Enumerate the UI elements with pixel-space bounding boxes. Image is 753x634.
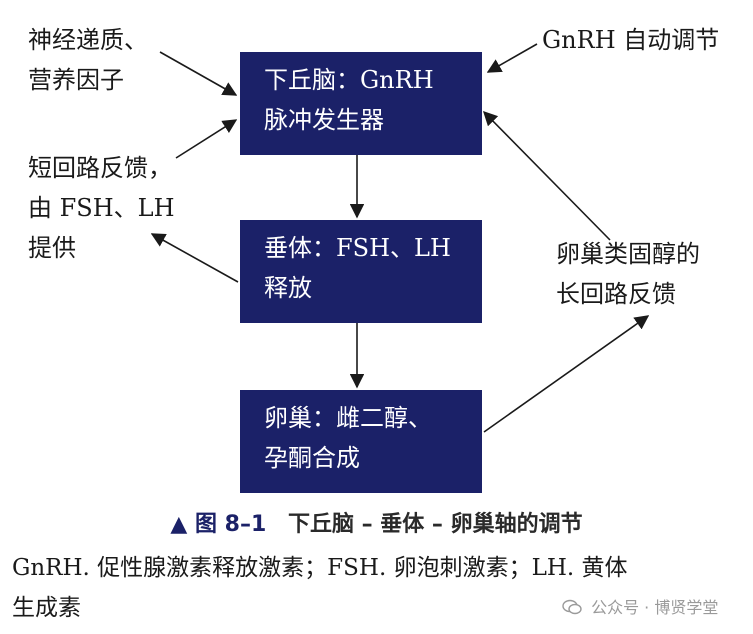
short-loop-label-line3: 提供 xyxy=(28,234,76,262)
wechat-icon xyxy=(562,599,582,615)
short-loop-label-line2: 由 FSH、LH xyxy=(28,194,175,222)
watermark-text: 公众号 · 博贤学堂 xyxy=(591,598,719,617)
watermark: 公众号 · 博贤学堂 xyxy=(562,594,718,618)
neurotransmitters-label-line1: 神经递质、 xyxy=(28,26,148,54)
short-loop-feedback-label: 短回路反馈， 由 FSH、LH 提供 xyxy=(28,148,175,268)
hypothalamus-box-line1: 下丘脑：GnRH xyxy=(264,66,434,94)
long-loop-label-line1: 卵巢类固醇的 xyxy=(556,240,700,268)
triangle-marker-icon: ▲ xyxy=(170,512,188,537)
neurotransmitters-label: 神经递质、 营养因子 xyxy=(28,20,148,100)
arrow-pituitary-short-loop xyxy=(150,233,239,283)
figure-caption: ▲ 图 8–1 下丘脑 – 垂体 – 卵巢轴的调节 xyxy=(0,506,753,538)
short-loop-label-line1: 短回路反馈， xyxy=(28,154,172,182)
abbreviation-legend: GnRH. 促性腺激素释放激素；FSH. 卵泡刺激素；LH. 黄体 生成素 xyxy=(12,548,742,628)
arrow-short-loop-to-hypothalamus xyxy=(175,119,238,159)
long-loop-feedback-label: 卵巢类固醇的 长回路反馈 xyxy=(556,234,700,314)
figure-title: 下丘脑 – 垂体 – 卵巢轴的调节 xyxy=(287,512,583,537)
gnrh-self-regulation-label: GnRH 自动调节 xyxy=(542,20,719,60)
ovary-box-line2: 孕酮合成 xyxy=(264,444,360,472)
long-loop-label-line2: 长回路反馈 xyxy=(556,280,676,308)
ovary-box: 卵巢：雌二醇、 孕酮合成 xyxy=(240,390,482,493)
ovary-box-line1: 卵巢：雌二醇、 xyxy=(264,404,432,432)
figure-number: 图 8–1 xyxy=(195,512,267,537)
arrow-ovary-long-loop xyxy=(483,315,650,433)
arrow-long-loop-to-hypothalamus xyxy=(482,110,611,241)
pituitary-box-line1: 垂体：FSH、LH xyxy=(264,234,451,262)
gnrh-self-regulation-label-line1: GnRH 自动调节 xyxy=(542,26,720,54)
hypothalamus-box-line2: 脉冲发生器 xyxy=(264,106,384,134)
legend-line2: 生成素 xyxy=(12,595,81,621)
pituitary-box: 垂体：FSH、LH 释放 xyxy=(240,220,482,323)
arrow-neuro-to-hypothalamus xyxy=(159,51,238,96)
legend-line1: GnRH. 促性腺激素释放激素；FSH. 卵泡刺激素；LH. 黄体 xyxy=(12,555,628,581)
arrow-gnrh-self-regulation xyxy=(486,43,538,73)
pituitary-box-line2: 释放 xyxy=(264,274,312,302)
hypothalamus-box: 下丘脑：GnRH 脉冲发生器 xyxy=(240,52,482,155)
neurotransmitters-label-line2: 营养因子 xyxy=(28,66,124,94)
